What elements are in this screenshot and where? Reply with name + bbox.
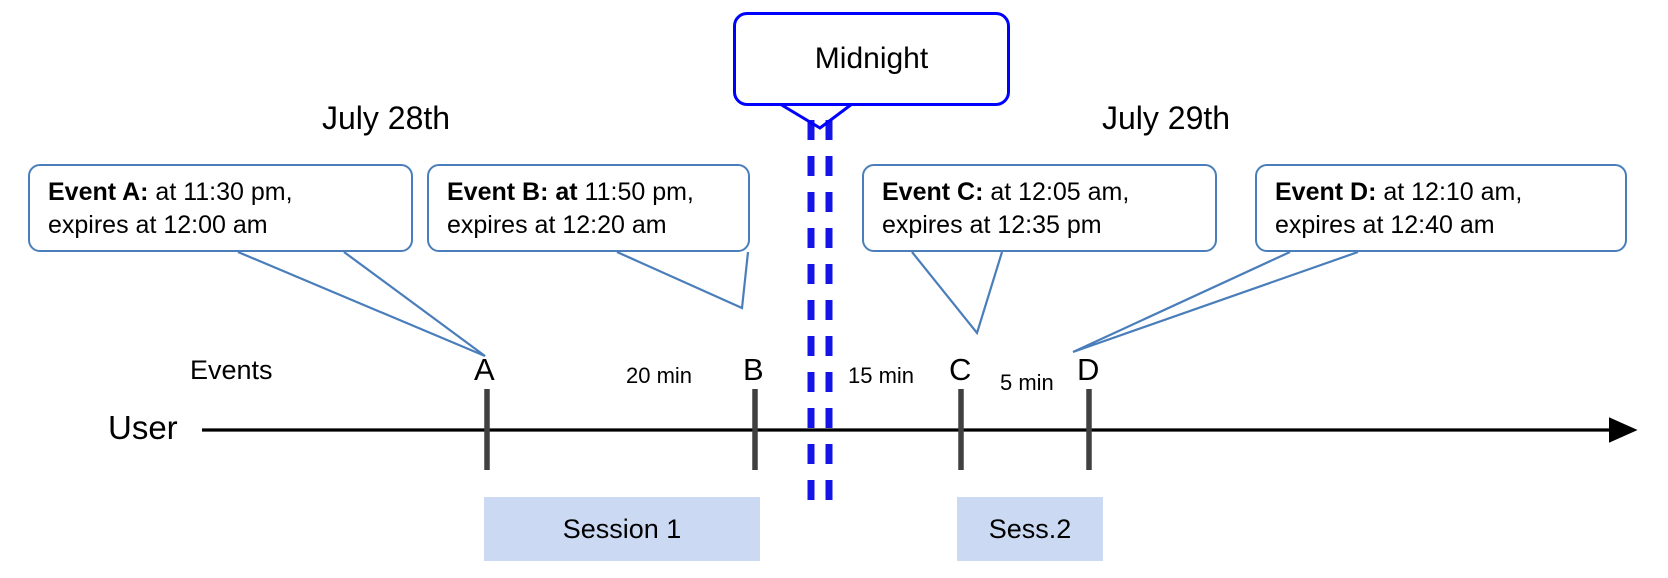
session-1: Session 1 [484,497,760,561]
date-july-29: July 29th [1102,100,1231,136]
callout-event-a-line1: Event A: at 11:30 pm, [48,176,397,209]
callout-event-c-line1-rest: at 12:05 am, [983,178,1130,206]
leader-tail-event-b [616,250,750,310]
callout-event-b-title: Event B: [447,178,549,206]
event-letter-c: C [949,352,972,387]
callout-event-c-line1: Event C: at 12:05 am, [882,176,1201,209]
callout-event-d-line1: Event D: at 12:10 am, [1275,176,1611,209]
midnight-callout-tail [779,102,853,130]
callout-event-d-line2: expires at 12:40 am [1275,211,1495,239]
midnight-callout: Midnight [733,12,1010,106]
event-letter-d: D [1077,352,1100,387]
event-letter-b: B [743,352,764,387]
leader-tail-event-c [911,251,1004,336]
gap-a-b: 20 min [626,363,693,388]
callout-event-b-line1: Event B: at 11:50 pm, [447,176,734,209]
gap-b-c: 15 min [848,363,915,388]
midnight-callout-label: Midnight [814,42,929,75]
leader-tail-event-a [237,250,486,358]
callout-event-c-title: Event C: [882,178,984,206]
session-2-label: Sess.2 [988,513,1072,544]
callout-event-a-line2: expires at 12:00 am [48,211,268,239]
callout-event-a: Event A: at 11:30 pm, expires at 12:00 a… [28,164,413,252]
callout-event-b-line2: expires at 12:20 am [447,211,667,239]
callout-event-b-title-extra: at [548,178,578,206]
user-row-label: User [108,409,178,446]
callout-event-a-line1-rest: at 11:30 pm, [148,178,293,206]
callout-event-b: Event B: at 11:50 pm, expires at 12:20 a… [427,164,750,252]
callout-event-d: Event D: at 12:10 am, expires at 12:40 a… [1255,164,1627,252]
gap-c-d: 5 min [1000,370,1054,395]
callout-event-c: Event C: at 12:05 am, expires at 12:35 p… [862,164,1217,252]
session-1-label: Session 1 [562,513,682,544]
callout-event-a-title: Event A: [48,178,149,206]
callout-event-d-line1-rest: at 12:10 am, [1376,178,1523,206]
date-july-28: July 28th [322,100,451,136]
events-row-label: Events [190,355,273,385]
session-2: Sess.2 [957,497,1103,561]
event-letter-a: A [474,352,495,387]
callout-event-d-title: Event D: [1275,178,1377,206]
leader-tail-event-d [1072,250,1359,354]
callout-event-c-line2: expires at 12:35 pm [882,211,1102,239]
callout-event-b-line1-rest: 11:50 pm, [577,178,694,206]
